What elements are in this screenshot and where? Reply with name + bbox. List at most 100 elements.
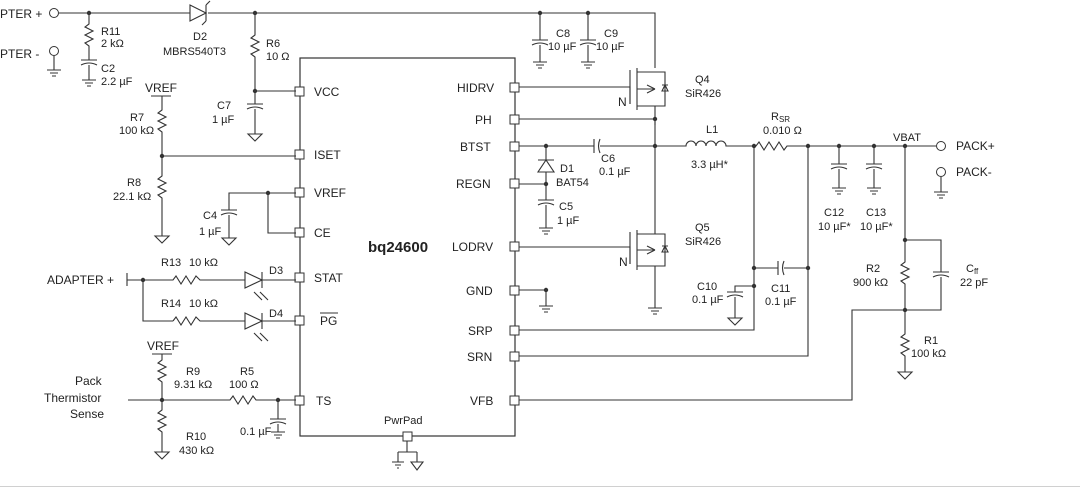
r1-value: 100 kΩ <box>911 348 946 360</box>
c5-value: 1 µF <box>557 215 580 227</box>
rsr-ref: RSR <box>771 111 790 124</box>
c11-value: 0.1 µF <box>765 296 797 308</box>
ground-icon <box>409 461 425 471</box>
iset-network: VREF R7 100 kΩ R8 22.1 kΩ C4 1 µF <box>113 81 296 246</box>
vin-rail-wire <box>59 12 656 68</box>
pin-label-pwrpad: PwrPad <box>384 415 423 427</box>
l1-value: 3.3 µH* <box>691 159 729 171</box>
resistor-r5-icon <box>128 394 296 406</box>
pin-pwrpad-box <box>402 431 413 442</box>
cff-ref: Cff <box>966 263 979 276</box>
resistor-r14-icon <box>172 315 245 327</box>
c8-value: 10 µF <box>548 41 577 53</box>
bottom-divider <box>0 486 1080 487</box>
mosfet-q4-icon <box>629 68 669 125</box>
terminal-adapter-minus: PTER - <box>0 47 39 61</box>
cff-value: 22 pF <box>960 277 988 289</box>
l1-ref: L1 <box>706 124 718 136</box>
capacitor-c5-icon <box>537 184 555 235</box>
capacitor-c12-icon <box>830 146 848 195</box>
power-stage: N Q4 SiR426 C6 0.1 µF D1 BAT54 C5 1 µF N… <box>519 68 721 315</box>
vref-label: VREF <box>145 81 177 95</box>
resistor-r9-icon <box>152 353 172 400</box>
terminal-circle-icon <box>49 8 59 18</box>
capacitor-cff-icon <box>905 239 950 311</box>
r5-value: 100 Ω <box>229 379 259 391</box>
output-filter: L1 3.3 µH* RSR 0.010 Ω C11 0.1 µF C10 0.… <box>519 111 995 401</box>
pin-label-srn: SRN <box>467 350 492 364</box>
r11-ref: R11 <box>101 26 120 38</box>
r10-ref: R10 <box>186 431 206 443</box>
pin-label-vfb: VFB <box>470 394 493 408</box>
r2-value: 900 kΩ <box>853 277 888 289</box>
ce-wire <box>267 193 296 234</box>
led-common-wire <box>142 280 173 322</box>
r8-ref: R8 <box>127 177 141 189</box>
pack-minus-label: PACK- <box>956 165 992 179</box>
r10-value: 430 kΩ <box>179 445 214 457</box>
thermistor-label-line2: Thermistor <box>44 391 101 405</box>
adapter-plus-2-label: ADAPTER + <box>47 273 114 287</box>
r9-value: 9.31 kΩ <box>174 379 212 391</box>
resistor-r11-icon <box>83 13 95 60</box>
resistor-r7-icon <box>151 95 171 156</box>
d2-ref: D2 <box>193 31 207 43</box>
led-d3-icon <box>244 271 296 289</box>
thermistor-label-line3: Sense <box>70 407 104 421</box>
pin-label-vref: VREF <box>314 186 346 200</box>
pin-btst-box <box>509 141 520 152</box>
led-d4-icon <box>244 312 296 330</box>
q4-type: N <box>618 95 627 109</box>
pin-vref-box <box>294 187 305 198</box>
ic-name: bq24600 <box>368 239 428 256</box>
c2-value: 2.2 µF <box>101 76 133 88</box>
pin-label-btst: BTST <box>460 140 491 154</box>
r13-value: 10 kΩ <box>189 257 218 269</box>
pin-label-iset: ISET <box>314 148 341 162</box>
q5-value: SiR426 <box>685 236 721 248</box>
resistor-r10-icon <box>153 400 171 460</box>
pin-hidrv-box <box>509 82 520 93</box>
pin-label-vcc: VCC <box>314 85 340 99</box>
c10-value: 0.1 µF <box>692 294 724 306</box>
c13-ref: C13 <box>866 207 886 219</box>
c-ts-value: 0.1 µF <box>240 426 272 438</box>
pwrpad: PwrPad <box>384 415 425 471</box>
pack-plus-label: PACK+ <box>956 139 995 153</box>
c4-value: 1 µF <box>199 226 222 238</box>
capacitor-c11-icon <box>754 260 808 276</box>
junction-dot <box>543 287 549 293</box>
capacitor-c9-icon <box>579 13 597 69</box>
input-section: PTER + PTER - D2 MBRS540T3 R11 2 kΩ C2 2… <box>0 0 656 142</box>
pin-label-pg: PG <box>320 314 337 328</box>
c12-value: 10 µF* <box>818 221 851 233</box>
input-caps: C8 10 µF C9 10 µF <box>531 13 625 69</box>
r6-value: 10 Ω <box>266 51 290 63</box>
ground-icon <box>47 56 61 77</box>
srn-wire <box>519 146 809 357</box>
pin-label-ph: PH <box>475 113 492 127</box>
capacitor-c7-icon <box>246 91 264 142</box>
inductor-l1-icon <box>655 140 905 152</box>
ts-network: VREF R9 9.31 kΩ Pack Thermistor Sense R5… <box>44 339 296 460</box>
status-leds: ADAPTER + R13 10 kΩ D3 R14 10 kΩ D4 <box>47 257 296 342</box>
terminal-circle-icon <box>49 46 59 56</box>
r7-ref: R7 <box>130 112 144 124</box>
junction-dot <box>751 265 757 271</box>
pin-label-ce: CE <box>314 226 331 240</box>
pin-label-hidrv: HIDRV <box>457 81 494 95</box>
terminal-circle-icon <box>936 141 946 151</box>
hidrv-wire <box>519 86 631 104</box>
c7-value: 1 µF <box>212 114 235 126</box>
r11-value: 2 kΩ <box>101 38 124 50</box>
lodrv-wire <box>519 246 631 264</box>
ground-icon <box>648 307 662 315</box>
resistor-r6-icon <box>249 13 296 92</box>
ic-left-pins: VCC ISET VREF CE STAT PG TS <box>294 85 346 408</box>
c11-ref: C11 <box>771 283 790 295</box>
resistor-r2-r1-icon <box>896 146 914 380</box>
r14-ref: R14 <box>161 298 181 310</box>
schottky-bar <box>201 0 211 26</box>
pin-label-lodrv: LODRV <box>452 240 493 254</box>
d2-value: MBRS540T3 <box>163 46 226 58</box>
